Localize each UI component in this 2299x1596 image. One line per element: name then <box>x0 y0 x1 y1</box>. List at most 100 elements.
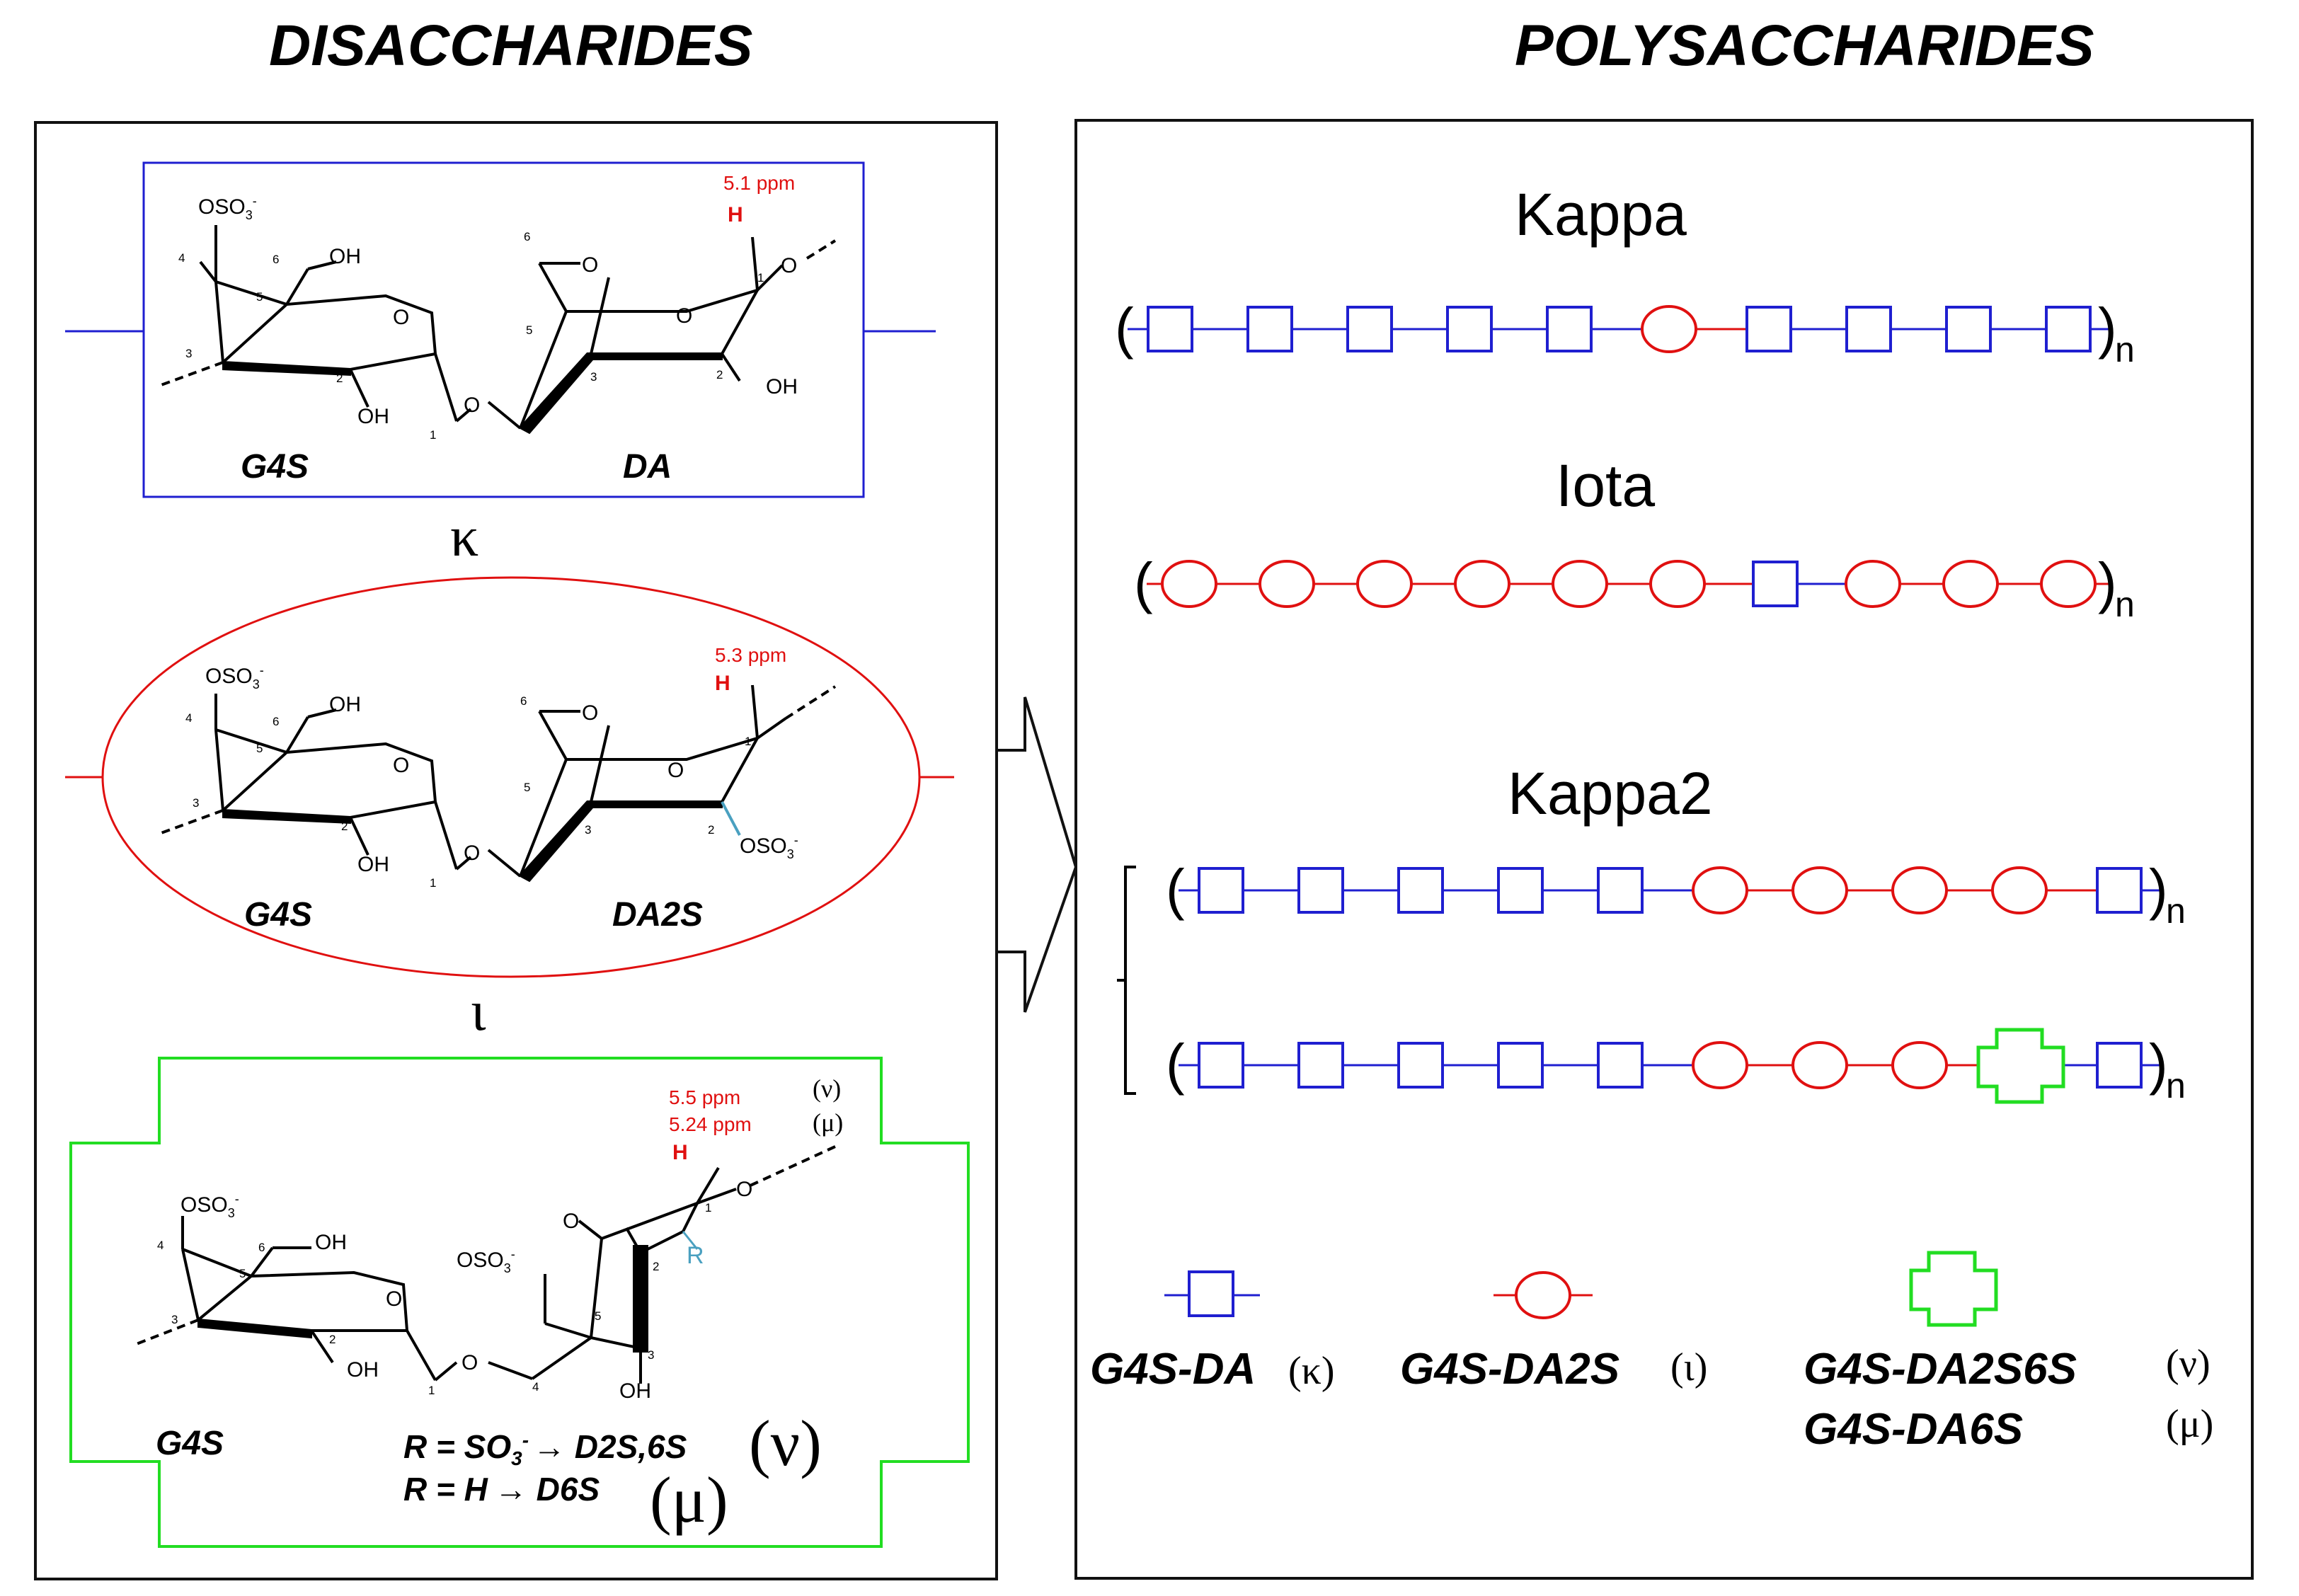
nu-mu-disaccharide: OSO3- OH O OH O OSO3- O OH O R 4 5 6 3 2… <box>69 1057 970 1548</box>
kappa2-chain-1-open-paren: ( <box>1166 858 1185 921</box>
iota-chain: ()n <box>1134 551 2135 624</box>
kappa-c5: 5 <box>256 290 263 304</box>
iota-ring-o-left: O <box>393 754 409 777</box>
kappa2-chain-2-kappa-unit <box>2096 1042 2143 1089</box>
kappa2-chain-1: ()n <box>1166 858 2186 931</box>
kappa-frame <box>142 161 865 498</box>
kappa-glyc-o: O <box>464 394 480 417</box>
kappa-chain-close-paren: ) <box>2098 297 2117 360</box>
kappa2-chain-2-iota-unit <box>1692 1041 1748 1089</box>
kappa2-chain-2-kappa-unit <box>1497 1042 1544 1089</box>
disaccharides-panel <box>34 121 998 1580</box>
iota-oh6: OH <box>329 693 361 716</box>
iota-name-right: DA2S <box>612 896 703 934</box>
iota-oh2: OH <box>357 853 389 876</box>
iota-chain-iota-unit <box>1649 560 1706 608</box>
kappa2-chain-2-kappa-unit <box>1297 1042 1344 1089</box>
nu-osulf-mid: OSO3- <box>457 1247 515 1275</box>
kappa2-chain-1-close-paren: ) <box>2149 858 2168 921</box>
nu-rule-1: R = SO3-→ D2S,6S <box>403 1428 687 1469</box>
nu-rule-2: R = H→ D6S <box>403 1471 600 1508</box>
kappa2-chain-2: ()n <box>1166 1028 2186 1106</box>
iota-glyc-o: O <box>464 842 480 865</box>
iota-c1: 1 <box>430 876 436 890</box>
iota-chain-iota-unit <box>1845 560 1901 608</box>
iota-chain-label: Iota <box>1556 452 1655 519</box>
iota-chain-iota-unit <box>1942 560 1999 608</box>
kappa-h: H <box>728 203 743 226</box>
iota-chain-open-paren: ( <box>1134 551 1153 614</box>
nu-r: R <box>687 1242 704 1269</box>
kappa2-brace <box>1117 866 1136 1095</box>
kappa-oh-right: OH <box>766 375 798 398</box>
nu-glyc-o: O <box>461 1351 478 1374</box>
nu-ring-o-left: O <box>386 1287 402 1311</box>
iota-chain-iota-unit <box>1259 560 1315 608</box>
iota-chain-close-paren: ) <box>2098 551 2117 614</box>
legend-mu-name: G4S-DA6S <box>1804 1405 2023 1454</box>
kappa2-chain-1-iota-unit <box>1991 866 2048 914</box>
kappa2-chain-2-kappa-unit <box>1198 1042 1244 1089</box>
kappa-ring-o-right: O <box>676 304 692 328</box>
legend: G4S-DA (κ) G4S-DA2S (ι) G4S-DA2S6S (ν) G… <box>1090 1251 2213 1454</box>
iota-frame <box>101 576 921 978</box>
kappa2-chain-2-kappa-unit <box>1597 1042 1644 1089</box>
kappa-chain-kappa-unit <box>1945 306 1992 352</box>
iota-ring-o-right: O <box>667 759 684 782</box>
iota-h: H <box>715 672 730 695</box>
kappa-d5: 5 <box>526 323 532 337</box>
kappa-osulf: OSO3- <box>198 194 257 222</box>
conversion-arrow <box>995 696 1078 1013</box>
iota-d1: 1 <box>745 735 751 748</box>
nu-ring-o-right: O <box>563 1210 579 1233</box>
nu-bridge-o: O <box>736 1178 752 1201</box>
nu-c4: 4 <box>157 1239 164 1252</box>
nu-small: (ν) <box>813 1074 841 1103</box>
iota-chain-iota-unit <box>1356 560 1413 608</box>
kappa2-chain-2-close-paren: ) <box>2149 1033 2168 1096</box>
nu-c3: 3 <box>171 1313 178 1326</box>
kappa2-chain-1-kappa-unit <box>2096 867 2143 914</box>
kappa-d6: 6 <box>524 230 530 243</box>
kappa-chain-kappa-unit <box>1147 306 1193 352</box>
iota-chain-sub-n: n <box>2115 585 2135 624</box>
kappa2-chain-1-kappa-unit <box>1397 867 1444 914</box>
kappa-bridge-o: O <box>781 254 797 277</box>
iota-osulf-right: OSO3- <box>740 833 798 861</box>
nu-ppm-2: 5.24 ppm <box>669 1113 752 1135</box>
kappa2-chain-1-kappa-unit <box>1198 867 1244 914</box>
disaccharides-title: DISACCHARIDES <box>269 13 753 78</box>
kappa-chain-sub-n: n <box>2115 330 2135 369</box>
kappa2-chain-2-kappa-unit <box>1397 1042 1444 1089</box>
kappa-greek: κ <box>450 506 478 568</box>
legend-iota-greek: (ι) <box>1670 1345 1707 1389</box>
kappa2-chain-1-kappa-unit <box>1297 867 1344 914</box>
kappa2-chain-2-sub-n: n <box>2166 1066 2186 1106</box>
nu-c1: 1 <box>428 1384 435 1397</box>
nu-oh6: OH <box>315 1231 347 1254</box>
nu-d4: 4 <box>532 1380 539 1394</box>
kappa2-chain-1-kappa-unit <box>1597 867 1644 914</box>
iota-osulf: OSO3- <box>205 663 264 691</box>
kappa-d4: 4 <box>527 420 534 433</box>
kappa-d3: 3 <box>590 370 597 384</box>
nu-c2: 2 <box>329 1333 336 1346</box>
kappa-c3: 3 <box>185 347 192 360</box>
kappa-chain-open-paren: ( <box>1115 297 1134 360</box>
kappa-chain-kappa-unit <box>1745 306 1792 352</box>
legend-kappa-greek: (κ) <box>1288 1349 1335 1393</box>
nu-rule-2-greek: (μ) <box>650 1464 728 1536</box>
nu-osulf: OSO3- <box>180 1192 239 1220</box>
kappa-chain-kappa-unit <box>1845 306 1892 352</box>
nu-ppm-1: 5.5 ppm <box>669 1086 740 1108</box>
kappa-ring-o-left: O <box>393 306 409 329</box>
iota-chain-iota-unit <box>1552 560 1608 608</box>
legend-nu-cross <box>1909 1251 1998 1327</box>
iota-d4: 4 <box>527 868 534 881</box>
iota-c3: 3 <box>193 796 199 810</box>
kappa2-chain-label: Kappa2 <box>1508 760 1713 827</box>
kappa-chain-label: Kappa <box>1515 181 1687 248</box>
kappa2-chain-1-sub-n: n <box>2166 891 2186 931</box>
kappa-name-right: DA <box>623 448 672 486</box>
